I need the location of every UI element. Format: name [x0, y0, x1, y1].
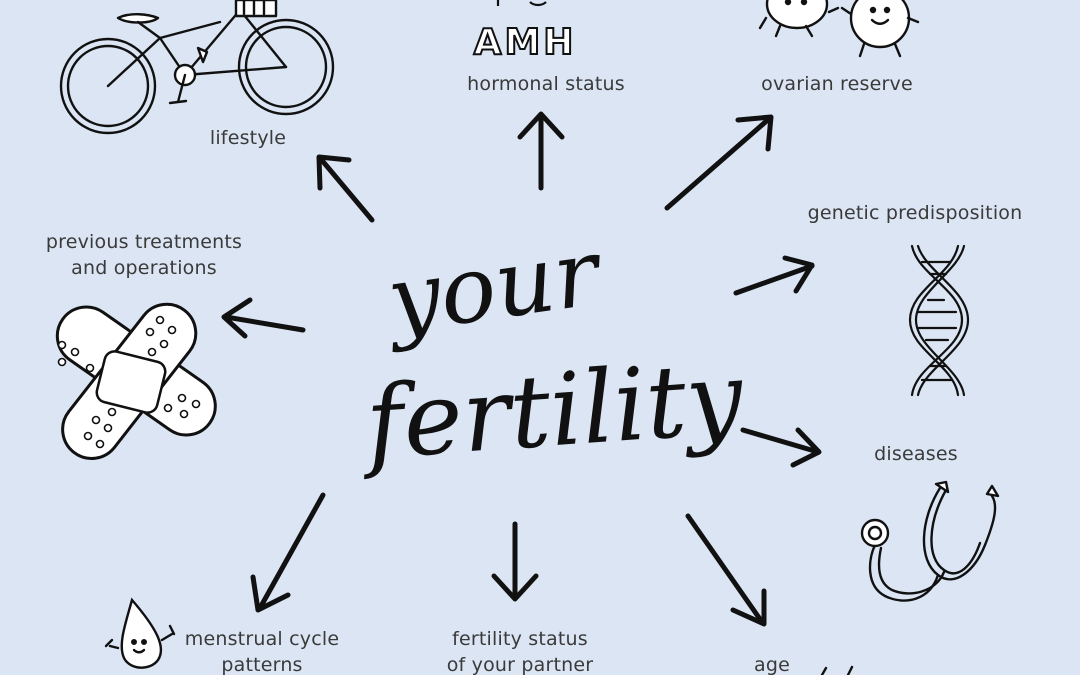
bandage-icon [55, 302, 217, 460]
arrow-ovarian [664, 114, 774, 211]
label-hormonal-status: hormonal status [467, 73, 625, 95]
center-title-line1: your [377, 218, 609, 355]
arrow-lifestyle [316, 154, 375, 223]
dna-icon [908, 244, 970, 397]
center-title-line2: fertility [355, 339, 748, 483]
arrow-hormonal [517, 111, 565, 191]
label-lifestyle: lifestyle [209, 127, 287, 149]
stethoscope-icon [860, 480, 1000, 602]
arrows [221, 111, 822, 627]
label-previous-treatments: previous treatments and operations [24, 229, 264, 281]
arrow-partner [491, 521, 539, 602]
label-menstrual-line2: patterns [221, 654, 303, 675]
label-previous-treatments-line2: and operations [71, 257, 217, 279]
label-partner-fertility: fertility status of your partner [420, 626, 620, 675]
label-age: age [754, 654, 790, 675]
age-icon-partial [820, 665, 854, 675]
egg-cells-icon [758, 0, 920, 58]
label-diseases: diseases [874, 443, 958, 465]
arrow-genetic [733, 255, 815, 296]
amh-letters-icon: AMH [473, 0, 577, 64]
droplet-icon [104, 597, 176, 669]
label-ovarian-reserve: ovarian reserve [761, 73, 913, 95]
amh-text: AMH [474, 22, 577, 63]
label-genetic-predisposition: genetic predisposition [807, 202, 1023, 224]
label-partner-line2: of your partner [446, 654, 594, 675]
label-previous-treatments-line1: previous treatments [45, 231, 243, 253]
arrow-diseases [740, 427, 822, 468]
arrow-menstrual [250, 492, 326, 613]
center-title: your fertility [355, 218, 748, 482]
bicycle-icon [59, 0, 335, 135]
label-menstrual-cycle: menstrual cycle patterns [176, 626, 348, 675]
arrow-age [685, 513, 767, 627]
label-partner-line1: fertility status [452, 628, 588, 650]
label-menstrual-line1: menstrual cycle [184, 628, 340, 650]
arrow-previous-treatments [221, 297, 306, 339]
